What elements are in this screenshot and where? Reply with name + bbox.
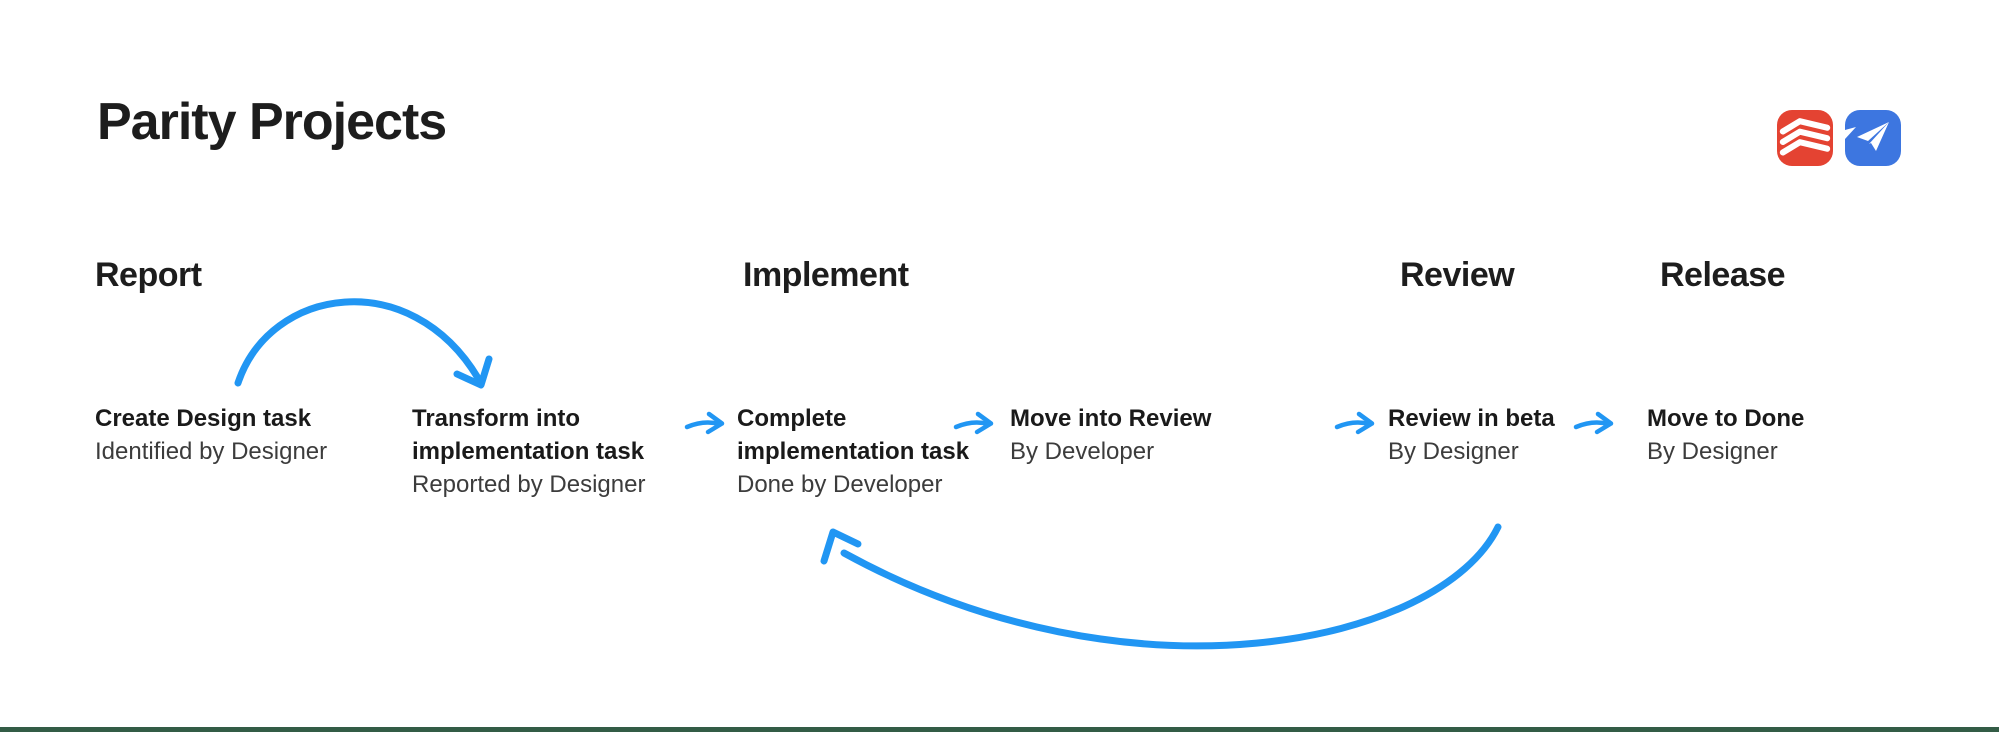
step-title: Review in beta [1388,405,1555,432]
step-subtitle: By Developer [1010,438,1155,465]
step-subtitle: Done by Developer [737,471,943,498]
step-title: Move into Review [1010,405,1212,432]
curved-arrow-review-back-to-implement [800,495,1540,680]
stage-release: Release [1660,256,1786,294]
step-move-into-review: Move into Review By Developer [1010,402,1211,468]
step-review-in-beta: Review in beta By Designer [1388,402,1555,468]
right-arrow-icon [1573,407,1617,441]
step-subtitle: Reported by Designer [412,471,646,498]
stage-implement: Implement [743,256,909,294]
stage-report: Report [95,256,202,294]
step-title: Complete implementation task [737,405,970,465]
page-title: Parity Projects [97,93,447,151]
step-subtitle: By Designer [1388,438,1519,465]
curved-arrow-report-to-transform [215,275,505,400]
step-subtitle: By Designer [1647,438,1778,465]
paper-plane-icon [1845,110,1901,166]
step-move-to-done: Move to Done By Designer [1647,402,1804,468]
right-arrow-icon [953,407,997,441]
right-arrow-icon [1334,407,1378,441]
step-complete-implementation-task: Complete implementation task Done by Dev… [737,402,969,501]
stage-review: Review [1400,256,1515,294]
step-title: Transform into implementation task [412,405,645,465]
todoist-icon [1777,110,1833,166]
step-subtitle: Identified by Designer [95,438,328,465]
step-title: Create Design task [95,405,312,432]
step-create-design-task: Create Design task Identified by Designe… [95,402,327,468]
step-transform-into-implementation-task: Transform into implementation task Repor… [412,402,645,501]
step-title: Move to Done [1647,405,1805,432]
footer-divider-bar [0,727,1999,732]
app-icons [1777,110,1901,166]
right-arrow-icon [684,407,728,441]
